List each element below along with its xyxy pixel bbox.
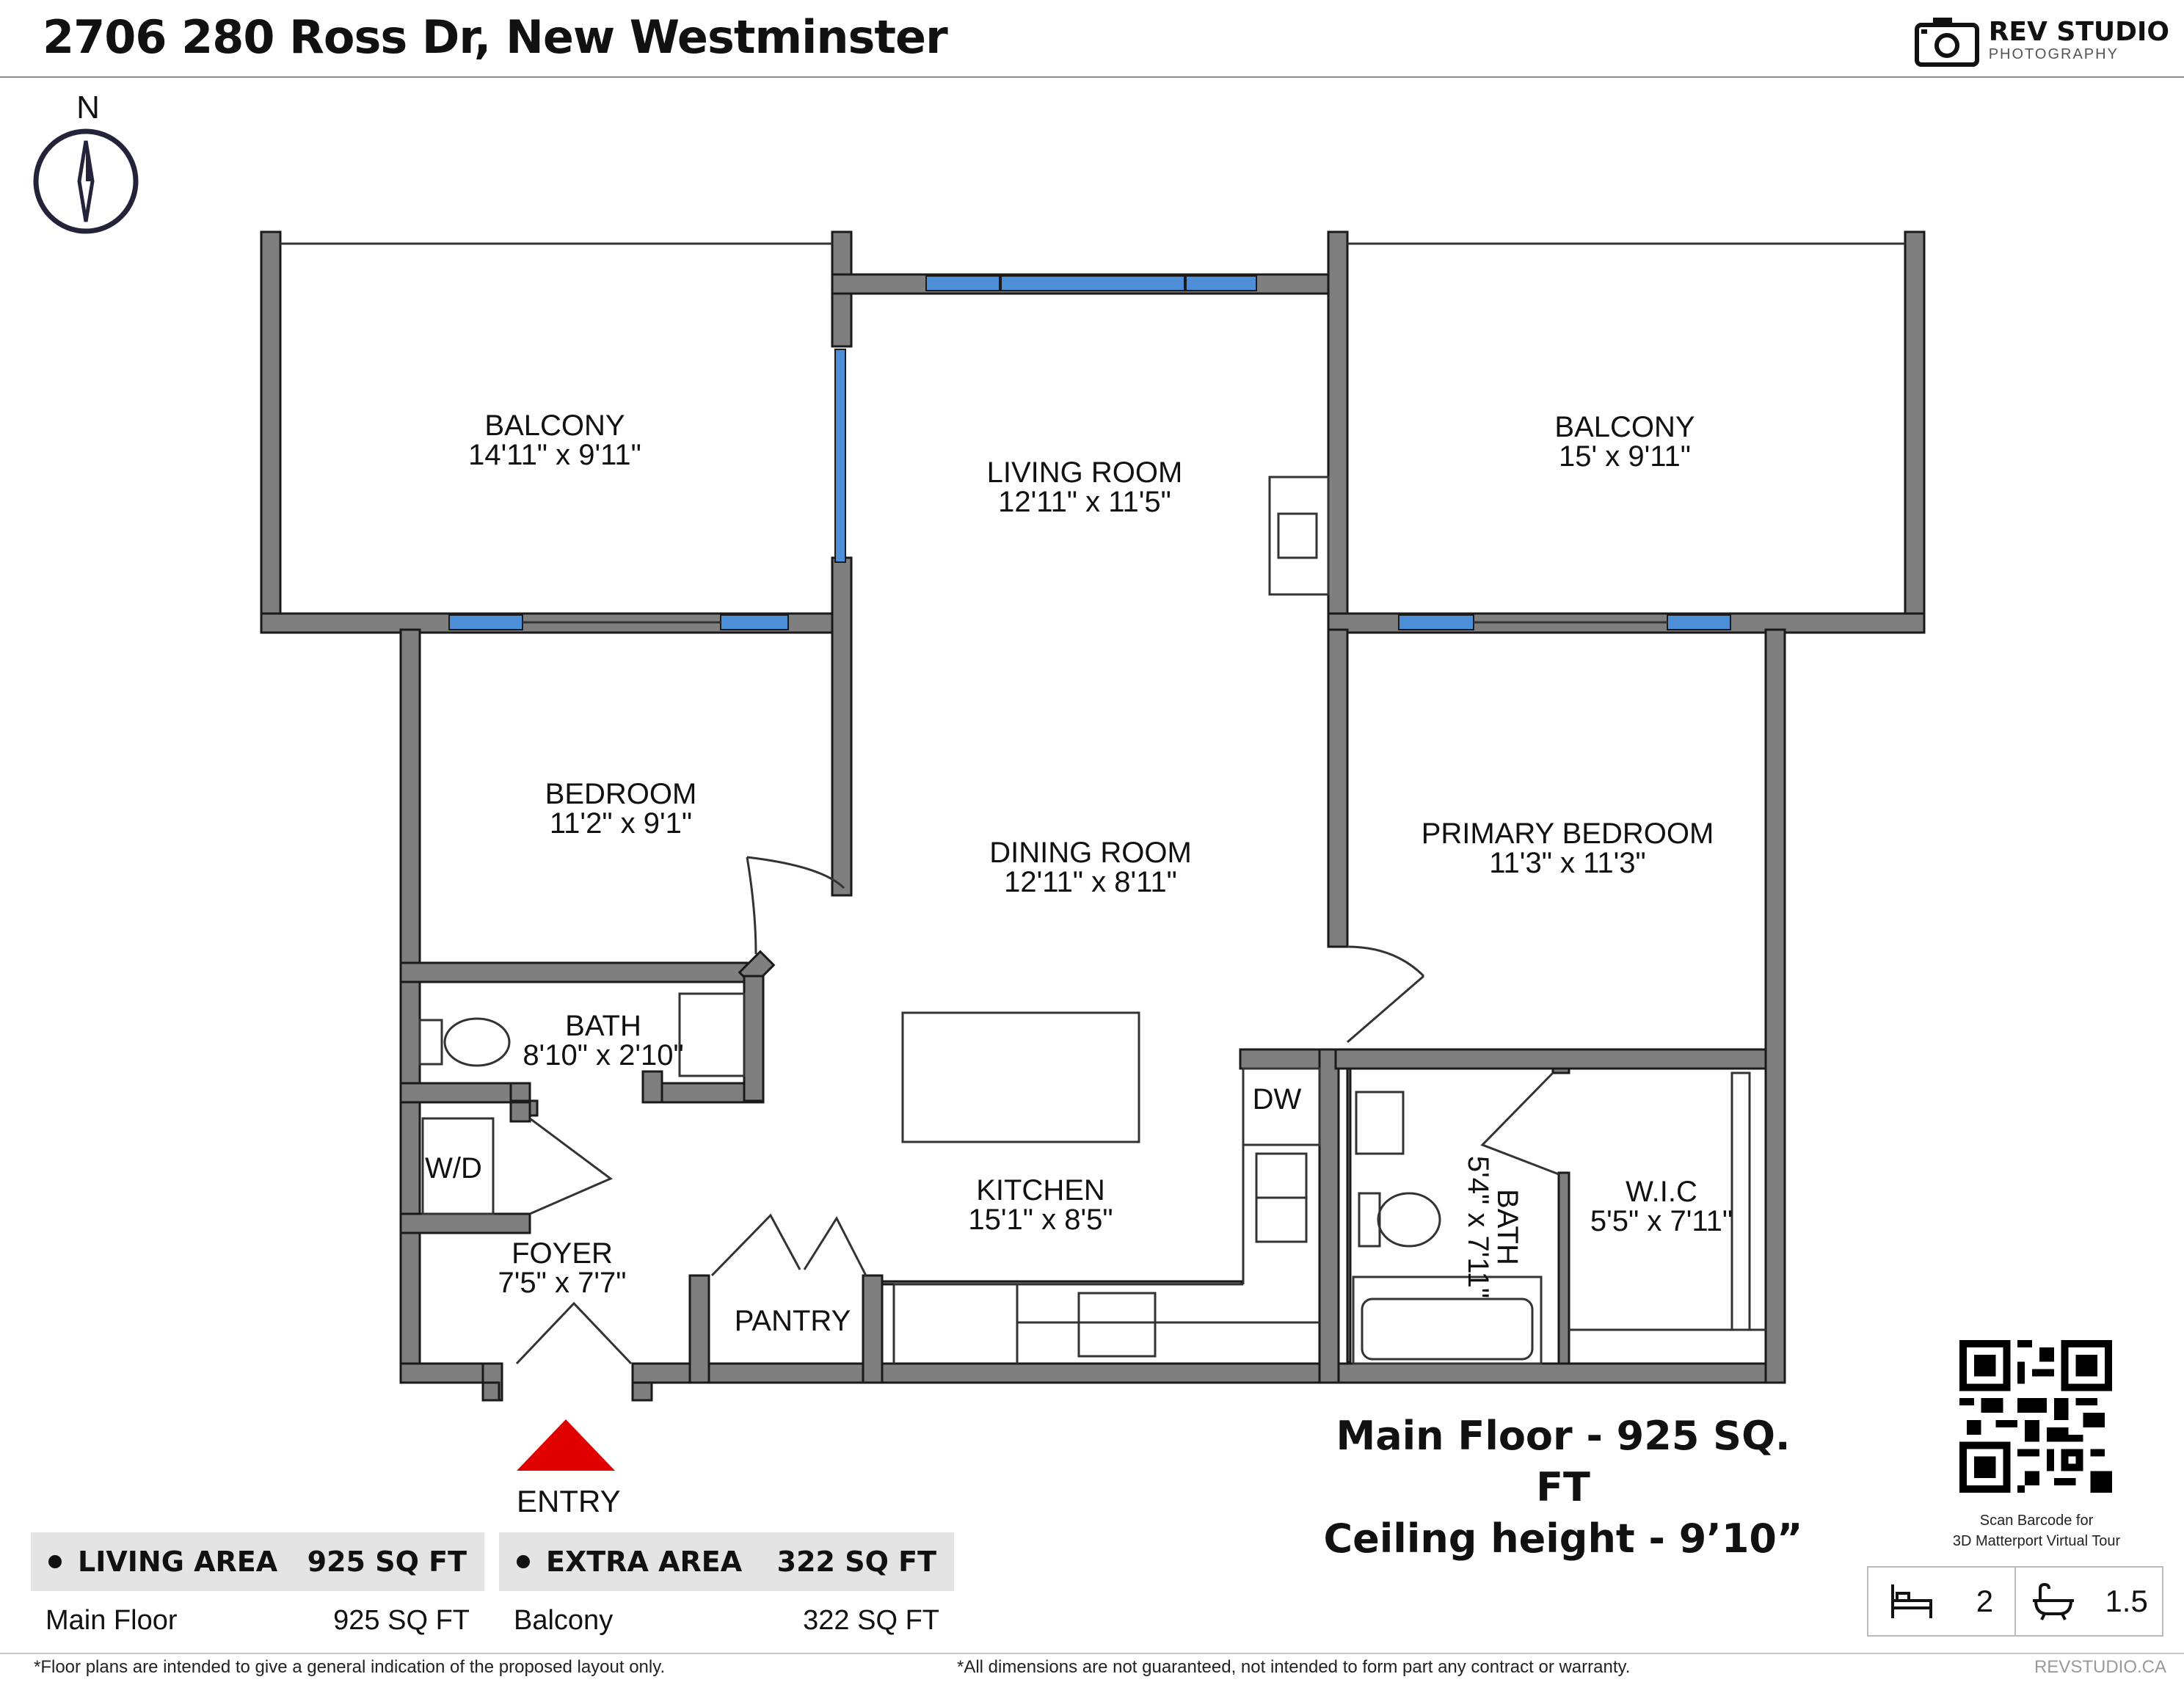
room-label: DW (1130, 1085, 1424, 1114)
header-divider (0, 76, 2184, 78)
extra-area-heading: EXTRA AREA (546, 1546, 743, 1578)
main-floor-area: Main Floor - 925 SQ. FT (1336, 1413, 1791, 1510)
living-area-row: Main Floor 925 SQ FT (31, 1591, 484, 1650)
room-name: PANTRY (734, 1305, 851, 1337)
compass-icon (33, 128, 139, 234)
qr-caption: Scan Barcode for 3D Matterport Virtual T… (1908, 1510, 2165, 1551)
room-name: W.I.C (1626, 1176, 1697, 1208)
baths-count: 1.5 (2105, 1584, 2148, 1618)
room-name: LIVING ROOM (986, 456, 1183, 489)
room-name: BALCONY (1554, 411, 1695, 443)
footer-disclaimer-left: *Floor plans are intended to give a gene… (34, 1657, 666, 1677)
floor-summary: Main Floor - 925 SQ. FT Ceiling height -… (1306, 1411, 1820, 1565)
room-name: FOYER (512, 1237, 613, 1270)
bathtub-icon (2033, 1582, 2075, 1620)
room-name: W/D (425, 1152, 482, 1184)
room-dimensions: 5'4" x 7'11" (1462, 1155, 1494, 1299)
room-name: PRIMARY BEDROOM (1421, 818, 1714, 850)
room-label: W/D (307, 1154, 600, 1183)
room-dimensions: 11'2" x 9'1" (549, 807, 693, 840)
extra-area-table: EXTRA AREA 322 SQ FT Balcony 322 SQ FT (499, 1532, 954, 1650)
extra-area-row: Balcony 322 SQ FT (499, 1591, 954, 1650)
qr-caption-line1: Scan Barcode for (1979, 1513, 2094, 1529)
living-area-total: 925 SQ FT (307, 1546, 467, 1578)
beds-baths-box: 2 1.5 (1867, 1566, 2163, 1637)
qr-caption-line2: 3D Matterport Virtual Tour (1952, 1533, 2121, 1549)
entry-label: ENTRY (517, 1484, 621, 1518)
room-dimensions: 5'5" x 7'11" (1590, 1205, 1733, 1237)
room-dimensions: 15' x 9'11" (1559, 440, 1691, 473)
logo-main-text: REV STUDIO (1988, 17, 2169, 47)
page-title: 2706 280 Ross Dr, New Westminster (43, 10, 948, 64)
room-name: DINING ROOM (989, 837, 1192, 869)
room-name: DW (1252, 1083, 1302, 1116)
room-dimensions: 14'11" x 9'11" (468, 439, 641, 471)
footer-divider (0, 1653, 2184, 1654)
beds-count: 2 (1976, 1584, 1994, 1618)
room-name: BATH (565, 1010, 641, 1042)
extra-area-header: EXTRA AREA 322 SQ FT (499, 1532, 954, 1591)
living-area-table: LIVING AREA 925 SQ FT Main Floor 925 SQ … (31, 1532, 484, 1650)
room-dimensions: 7'5" x 7'7" (498, 1267, 627, 1299)
room-dimensions: 12'11" x 8'11" (1004, 866, 1177, 898)
row-label: Main Floor (46, 1604, 178, 1636)
row-value: 925 SQ FT (333, 1604, 470, 1636)
room-label: PANTRY (646, 1306, 939, 1336)
row-value: 322 SQ FT (803, 1604, 939, 1636)
room-name: BALCONY (484, 410, 625, 442)
room-dimensions: 8'10" x 2'10" (523, 1039, 684, 1071)
room-dimensions: 15'1" x 8'5" (968, 1204, 1113, 1236)
room-dimensions: 11'3" x 11'3" (1489, 847, 1646, 879)
extra-area-total: 322 SQ FT (776, 1546, 936, 1578)
beds-cell: 2 (1868, 1568, 2014, 1635)
qr-code-icon[interactable] (1959, 1340, 2112, 1493)
room-dimensions: 12'11" x 11'5" (998, 486, 1171, 518)
footer-disclaimer-middle: *All dimensions are not guaranteed, not … (957, 1657, 1631, 1677)
logo-sub-text: PHOTOGRAPHY (1988, 46, 2119, 62)
row-label: Balcony (514, 1604, 614, 1636)
bed-icon (1890, 1584, 1932, 1618)
living-area-header: LIVING AREA 925 SQ FT (31, 1532, 484, 1591)
entry-arrow-icon (517, 1419, 615, 1471)
bullet-icon (517, 1555, 530, 1568)
bullet-icon (48, 1555, 62, 1568)
camera-icon (1914, 18, 1979, 67)
living-area-heading: LIVING AREA (78, 1546, 278, 1578)
room-name: BEDROOM (545, 778, 697, 810)
baths-cell: 1.5 (2016, 1568, 2162, 1635)
room-name: KITCHEN (976, 1174, 1105, 1207)
footer-site-link[interactable]: REVSTUDIO.CA (2034, 1657, 2166, 1677)
compass-label: N (76, 90, 100, 125)
ceiling-height: Ceiling height - 9’10” (1323, 1515, 1803, 1562)
brand-logo: REV STUDIO PHOTOGRAPHY (1914, 15, 2169, 68)
